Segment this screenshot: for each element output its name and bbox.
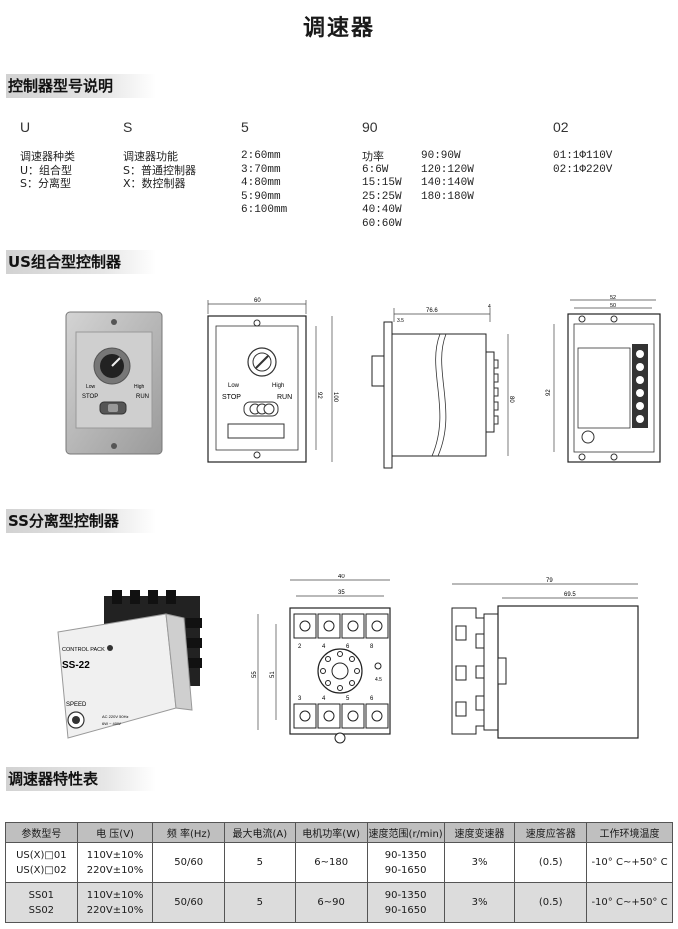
us-front-stop: STOP bbox=[222, 394, 241, 401]
model-code-3: 5 bbox=[241, 119, 249, 135]
spec-header: 频 率(Hz) bbox=[152, 822, 225, 843]
section-header-spec: 调速器特性表 bbox=[6, 767, 156, 791]
desc-size: 2:60mm 3:70mm 4:80mm 5:90mm 6:100mm bbox=[241, 150, 288, 216]
spec-header: 最大电流(A) bbox=[223, 822, 296, 843]
spec-cell-temp: -10° C~+50° C bbox=[586, 882, 673, 923]
ss-photo-model: SS-22 bbox=[62, 660, 90, 671]
spec-header: 速度变速器 bbox=[443, 822, 516, 843]
us-front-run: RUN bbox=[277, 394, 292, 401]
us-back-drawing: 52 50 92 bbox=[546, 295, 661, 463]
us-side-dim-top: 76.6 bbox=[426, 308, 438, 314]
desc-voltage: 01:1Φ110V 02:1Φ220V bbox=[553, 150, 613, 176]
us-front-dim-w: 60 bbox=[254, 298, 261, 304]
spec-header: 速度范围(r/min) bbox=[366, 822, 445, 843]
spec-cell-freq: 50/60 bbox=[152, 842, 225, 883]
ss-side-drawing: 79 69.5 bbox=[451, 578, 639, 739]
desc-power-b: 90:90W 120:120W 140:140W 180:180W bbox=[421, 150, 474, 203]
ss-side-dim1: 79 bbox=[546, 578, 553, 584]
spec-cell-voltage: 110V±10%220V±10% bbox=[76, 842, 154, 883]
ss-pin-top-4: 8 bbox=[370, 644, 374, 650]
ss-pin-bottom-4: 6 bbox=[370, 696, 374, 702]
ss-photo-label2: 6W ~ 40W bbox=[102, 721, 121, 726]
section-header-model: 控制器型号说明 bbox=[6, 74, 156, 98]
ss-front-drawing: 40 35 2 4 6 8 4.5 3 4 5 6 55 51 bbox=[252, 574, 391, 744]
ss-front-dim-h: 55 bbox=[252, 671, 258, 678]
ss-pin-bottom-3: 5 bbox=[346, 696, 350, 702]
spec-cell-freq: 50/60 bbox=[152, 882, 225, 923]
page-title: 调速器 bbox=[302, 16, 375, 41]
model-code-2: S bbox=[123, 119, 133, 135]
spec-cell-current: 5 bbox=[223, 842, 296, 883]
spec-header-row: 参数型号 电 压(V) 频 率(Hz) 最大电流(A) 电机功率(W) 速度范围… bbox=[5, 822, 673, 843]
us-back-dim1: 52 bbox=[610, 295, 616, 301]
ss-pin-top-1: 2 bbox=[298, 644, 302, 650]
ss-front-dim-hole: 4.5 bbox=[375, 677, 382, 683]
ss-front-dim-h2: 51 bbox=[270, 671, 276, 678]
spec-header: 速度应答器 bbox=[514, 822, 588, 843]
us-side-dim-h: 80 bbox=[508, 396, 514, 403]
spec-cell-var: 3% bbox=[443, 842, 516, 883]
ss-controller-photo: CONTROL PACK SS-22 SPEED AC 220V 50Hz 6W… bbox=[57, 590, 202, 739]
ss-photo-label1: AC 220V 50Hz bbox=[102, 714, 128, 719]
model-code-1: U bbox=[20, 119, 31, 135]
section-header-us: US组合型控制器 bbox=[6, 250, 156, 274]
spec-cell-current: 5 bbox=[223, 882, 296, 923]
us-front-low: Low bbox=[228, 383, 240, 389]
ss-photo-brand: CONTROL PACK bbox=[62, 647, 105, 653]
spec-header: 参数型号 bbox=[5, 822, 78, 843]
us-back-dim-h: 92 bbox=[546, 389, 552, 396]
ss-pin-bottom-1: 3 bbox=[298, 696, 302, 702]
spec-header: 工作环境温度 bbox=[586, 822, 673, 843]
us-front-dim-h2: 100 bbox=[332, 392, 338, 403]
spec-header: 电 压(V) bbox=[76, 822, 154, 843]
us-photo-high: High bbox=[134, 384, 145, 390]
ss-photo-speed: SPEED bbox=[66, 702, 87, 708]
spec-cell-power: 6~180 bbox=[294, 842, 368, 883]
us-front-high: High bbox=[272, 383, 284, 389]
us-photo-low: Low bbox=[86, 384, 96, 390]
us-photo-stop: STOP bbox=[82, 394, 98, 400]
ss-front-dim-w2: 35 bbox=[338, 590, 345, 596]
ss-pin-top-2: 4 bbox=[322, 644, 326, 650]
ss-side-dim2: 69.5 bbox=[564, 592, 576, 598]
ss-pin-top-3: 6 bbox=[346, 644, 350, 650]
us-front-drawing: 60 Low High STOP RUN 92 100 bbox=[207, 298, 338, 463]
desc-power-a: 功率 6:6W 15:15W 25:25W 40:40W 60:60W bbox=[362, 150, 402, 230]
ss-front-dim-w: 40 bbox=[338, 574, 345, 580]
spec-cell-var: 3% bbox=[443, 882, 516, 923]
spec-table: 参数型号 电 压(V) 频 率(Hz) 最大电流(A) 电机功率(W) 速度范围… bbox=[5, 822, 673, 923]
model-code-4: 90 bbox=[362, 119, 378, 135]
section-header-ss: SS分离型控制器 bbox=[6, 509, 156, 533]
us-side-dim-r: 4 bbox=[488, 304, 491, 310]
spec-cell-resp: (0.5) bbox=[514, 882, 588, 923]
spec-cell-resp: (0.5) bbox=[514, 842, 588, 883]
us-front-dim-h1: 92 bbox=[316, 392, 322, 399]
us-side-drawing: 76.6 3.5 4 80 bbox=[371, 304, 514, 469]
spec-cell-voltage: 110V±10%220V±10% bbox=[76, 882, 154, 923]
us-photo-run: RUN bbox=[136, 394, 149, 400]
us-back-dim2: 50 bbox=[610, 303, 616, 309]
ss-pin-bottom-2: 4 bbox=[322, 696, 326, 702]
spec-header: 电机功率(W) bbox=[294, 822, 368, 843]
spec-cell-power: 6~90 bbox=[294, 882, 368, 923]
us-controller-photo: Low High STOP RUN bbox=[65, 311, 163, 455]
spec-cell-temp: -10° C~+50° C bbox=[586, 842, 673, 883]
us-side-dim-small: 3.5 bbox=[397, 318, 404, 324]
model-code-5: 02 bbox=[553, 119, 569, 135]
desc-type: 调速器种类 U：组合型 S：分离型 bbox=[20, 150, 75, 190]
desc-function: 调速器功能 S：普通控制器 X：数控制器 bbox=[123, 150, 196, 190]
